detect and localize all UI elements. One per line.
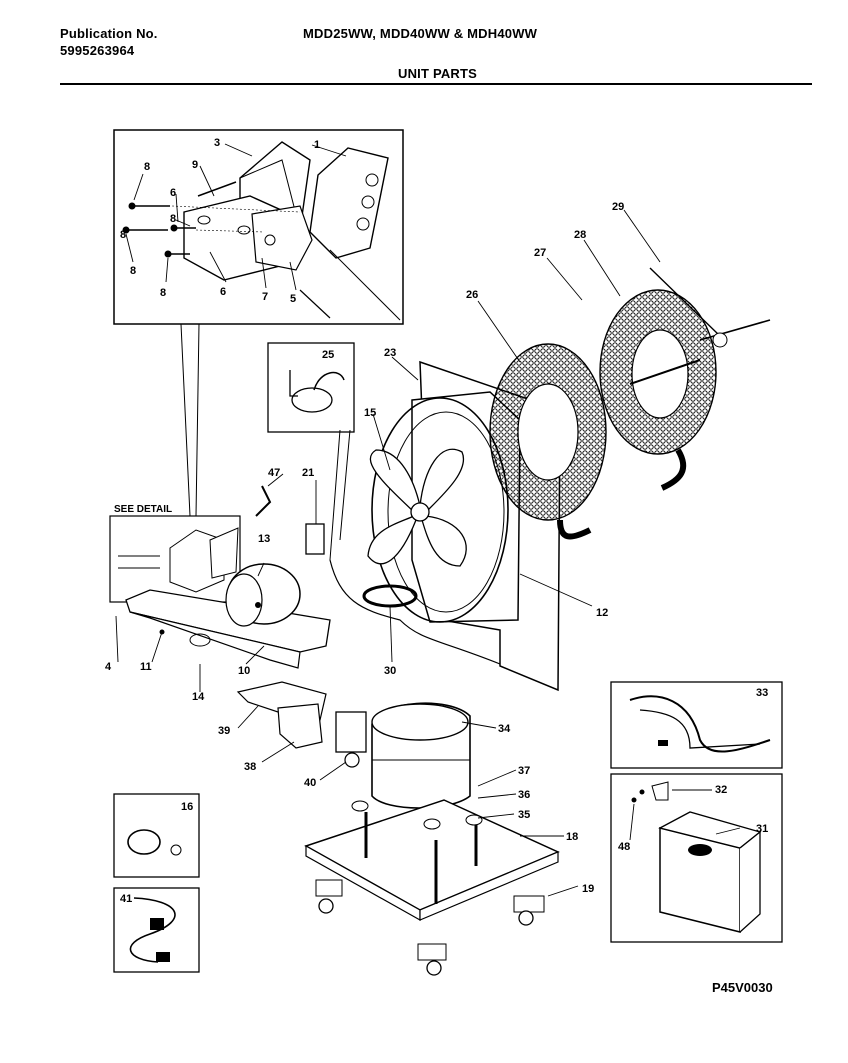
fan-blade <box>367 448 467 567</box>
callout-8-c: 8 <box>130 265 136 277</box>
callout-25: 25 <box>322 349 334 361</box>
callout-1: 1 <box>314 139 320 151</box>
power-cord-inset <box>113 887 200 973</box>
condenser-coil <box>599 267 771 491</box>
callout-38: 38 <box>244 761 256 773</box>
callout-6-b: 6 <box>170 187 176 199</box>
callout-29: 29 <box>612 201 624 213</box>
callout-33: 33 <box>756 687 768 699</box>
water-bucket-inset <box>610 773 783 943</box>
callout-8-e: 8 <box>170 213 176 225</box>
callout-30: 30 <box>384 665 396 677</box>
callout-32: 32 <box>715 784 727 796</box>
callout-27: 27 <box>534 247 546 259</box>
casters <box>315 879 545 976</box>
header-rule <box>60 83 812 85</box>
callout-48: 48 <box>618 841 630 853</box>
callout-21: 21 <box>302 467 314 479</box>
thermostat-inset <box>267 342 355 433</box>
callout-23: 23 <box>384 347 396 359</box>
callout-13: 13 <box>258 533 270 545</box>
callout-4: 4 <box>105 661 112 673</box>
callout-8-a: 8 <box>144 161 150 173</box>
callout-12: 12 <box>596 607 608 619</box>
callout-39: 39 <box>218 725 230 737</box>
callout-34: 34 <box>498 723 511 735</box>
callout-5: 5 <box>290 293 296 305</box>
callout-35: 35 <box>518 809 530 821</box>
callout-9: 9 <box>192 159 198 171</box>
callout-11: 11 <box>140 661 152 673</box>
callout-37: 37 <box>518 765 530 777</box>
compressor <box>371 702 471 809</box>
callout-15: 15 <box>364 407 376 419</box>
wire-clip <box>255 485 272 517</box>
callout-8-d: 8 <box>160 287 166 299</box>
see-detail-box: SEE DETAIL <box>109 504 241 603</box>
see-detail-label: SEE DETAIL <box>114 504 172 515</box>
callout-31: 31 <box>756 823 768 835</box>
callout-18: 18 <box>566 831 578 843</box>
callout-6-a: 6 <box>220 286 226 298</box>
callout-41: 41 <box>120 893 132 905</box>
callout-26: 26 <box>466 289 478 301</box>
base-pan <box>304 799 560 922</box>
callout-labels: 1 3 4 5 6 6 7 8 8 8 8 8 9 10 11 12 13 14… <box>105 137 768 905</box>
model-list: MDD25WW, MDD40WW & MDH40WW <box>303 26 538 41</box>
detail-box <box>113 129 404 325</box>
drain-coil <box>362 584 418 608</box>
overload-relay <box>335 711 367 768</box>
callout-8-b: 8 <box>120 229 126 241</box>
callout-19: 19 <box>582 883 594 895</box>
callout-40: 40 <box>304 777 316 789</box>
publication-label: Publication No. <box>60 26 158 41</box>
evaporator-coil <box>489 343 607 540</box>
publication-number: 5995263964 <box>60 43 135 58</box>
callout-14: 14 <box>192 691 205 703</box>
callout-3: 3 <box>214 137 220 149</box>
wire-harness-inset <box>610 681 783 769</box>
section-title: UNIT PARTS <box>398 66 478 81</box>
fan-motor <box>225 563 301 627</box>
callout-16: 16 <box>181 801 193 813</box>
callout-47: 47 <box>268 467 280 479</box>
switch-bracket <box>236 681 327 749</box>
callout-36: 36 <box>518 789 530 801</box>
footer-code: P45V0030 <box>712 980 773 995</box>
callout-10: 10 <box>238 665 250 677</box>
callout-7: 7 <box>262 291 268 303</box>
control-panel <box>125 589 331 669</box>
capacitor <box>305 523 325 555</box>
callout-28: 28 <box>574 229 586 241</box>
leader-lines <box>115 143 741 897</box>
clamp-inset <box>113 793 200 878</box>
